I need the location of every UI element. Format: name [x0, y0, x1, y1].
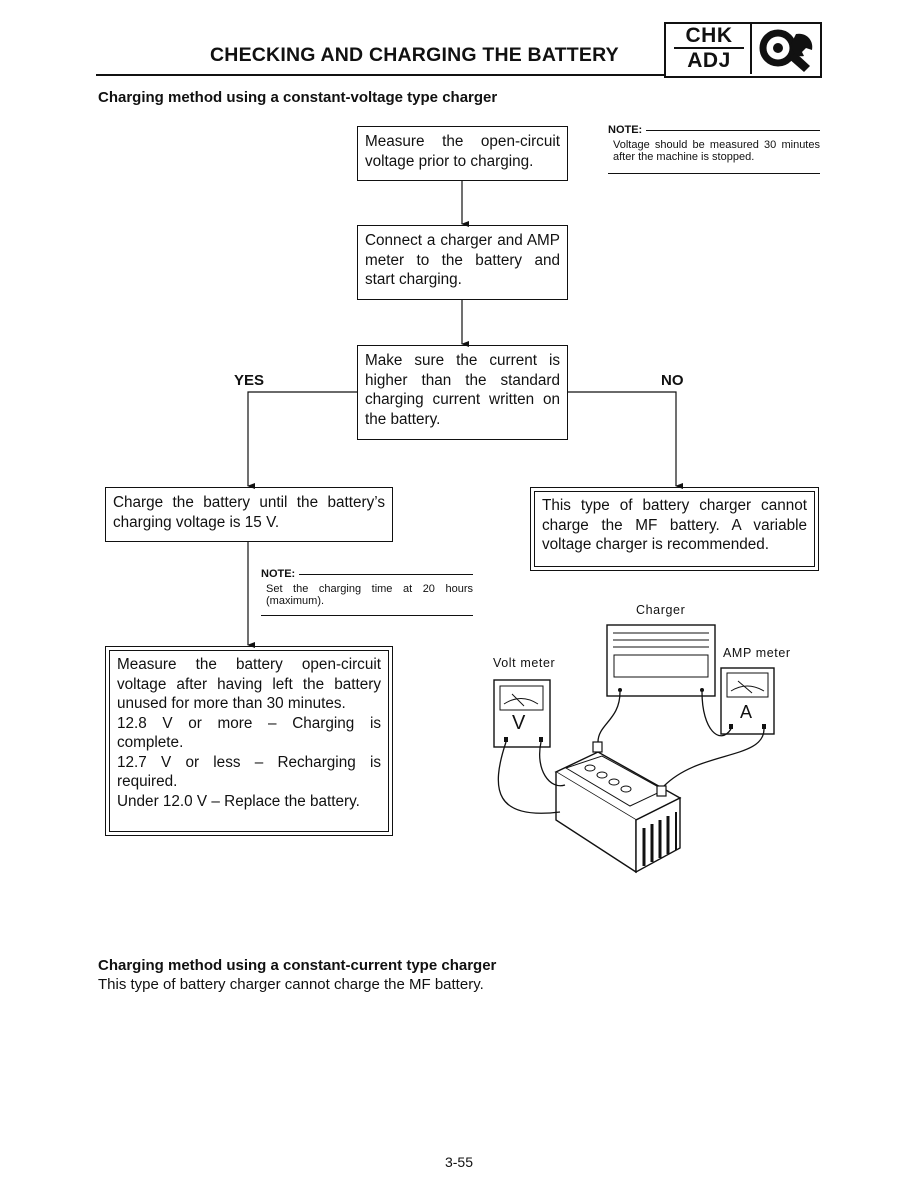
step-final-measure: Measure the battery open-circuit voltage…: [105, 646, 393, 836]
page-title: CHECKING AND CHARGING THE BATTERY: [210, 44, 619, 66]
step-measure-voltage: Measure the open-circuit voltage prior t…: [357, 126, 568, 181]
no-label: NO: [661, 372, 684, 389]
final-line-4: Under 12.0 V – Replace the battery.: [117, 792, 360, 810]
amp-meter-caption: AMP meter: [723, 646, 791, 660]
note1-text: Voltage should be measured 30 minutes af…: [613, 139, 820, 163]
battery: [554, 741, 682, 874]
result-cannot-charge-text: This type of battery charger cannot char…: [534, 491, 815, 567]
final-measure-text: Measure the battery open-circuit voltage…: [109, 650, 389, 832]
step-connect-charger: Connect a charger and AMP meter to the b…: [357, 225, 568, 300]
test-leads: [497, 691, 765, 814]
note-voltage-timing: NOTE: Voltage should be measured 30 minu…: [608, 124, 820, 174]
final-line-3: 12.7 V or less – Recharging is required.: [117, 753, 381, 791]
section2-text: This type of battery charger cannot char…: [98, 976, 484, 993]
volt-meter: [493, 679, 551, 748]
note2-text: Set the charging time at 20 hours (maxim…: [266, 583, 473, 607]
badge-text: CHK ADJ: [668, 24, 752, 74]
note-charging-time: NOTE: Set the charging time at 20 hours …: [261, 568, 473, 616]
final-line-2: 12.8 V or more – Charging is complete.: [117, 714, 381, 752]
result-cannot-charge: This type of battery charger cannot char…: [530, 487, 819, 571]
charger-unit: [606, 624, 716, 697]
chk-adj-badge: [664, 22, 822, 78]
charger-caption: Charger: [636, 603, 686, 617]
yes-label: YES: [234, 372, 265, 389]
badge-adj-label: ADJ: [674, 47, 744, 72]
note1-label: NOTE:: [608, 124, 643, 136]
amp-meter: [720, 667, 775, 735]
badge-chk-label: CHK: [685, 24, 733, 47]
decision-check-current: Make sure the current is higher than the…: [357, 345, 568, 440]
amp-symbol: A: [740, 702, 753, 722]
volt-symbol: V: [512, 712, 526, 734]
wrench-magnifier-icon: [752, 26, 818, 74]
volt-meter-caption: Volt meter: [493, 656, 556, 670]
note2-label: NOTE:: [261, 568, 296, 580]
step-charge-to-15v: Charge the battery until the battery’s c…: [105, 487, 393, 542]
final-line-1: Measure the battery open-circuit voltage…: [117, 656, 381, 712]
section-heading-constant-voltage: Charging method using a constant-voltage…: [98, 89, 498, 106]
page-number: 3-55: [444, 1154, 474, 1170]
section-heading-constant-current: Charging method using a constant-current…: [98, 957, 497, 974]
title-rule: [96, 74, 666, 76]
